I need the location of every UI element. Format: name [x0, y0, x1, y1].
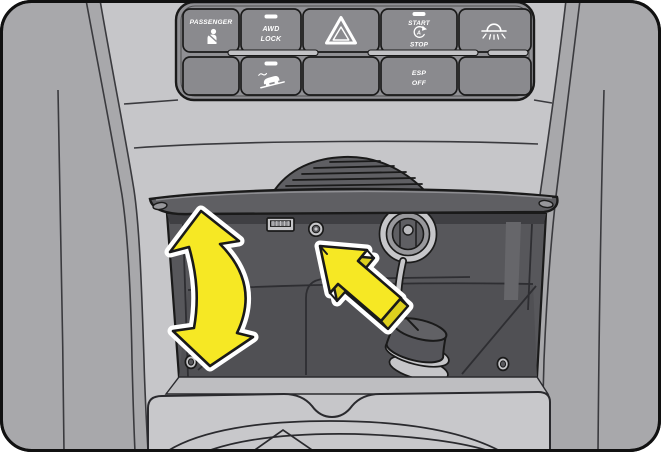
mounting-screw-left — [184, 354, 198, 370]
power-outlet — [378, 204, 438, 264]
interior-light-icon — [481, 23, 507, 40]
esp-label-line1: ESP — [412, 70, 426, 77]
lid-top-highlight — [155, 190, 553, 201]
hill-descent-control-icon — [258, 72, 285, 89]
shifter-bezel-inner-curve — [204, 433, 493, 451]
start-stop-button: START A STOP — [380, 8, 458, 53]
lower-console — [147, 376, 551, 451]
hill-descent-led-indicator — [264, 61, 278, 66]
cap-tether-tail — [403, 315, 419, 331]
switch-panel: PASSENGER AWD LOCK — [174, 1, 536, 102]
lid-cover-bar — [148, 187, 559, 216]
passenger-seatbelt-icon — [206, 28, 218, 44]
right-panel-base-seam — [533, 99, 553, 104]
start-stop-led-indicator — [412, 12, 426, 16]
left-trim-seam-outer — [85, 1, 136, 451]
hazard-warning-triangle-icon — [325, 16, 357, 45]
far-left-dash-seam — [57, 89, 65, 451]
row-separator-pill-2 — [367, 49, 479, 57]
compartment-floor — [179, 283, 537, 377]
shifter-bezel-outer-curve — [165, 420, 503, 451]
compartment-right-highlight — [504, 222, 521, 300]
outlet-slot-lines — [399, 221, 417, 247]
console-horizontal-seam — [133, 140, 539, 149]
row-separator-pill-1 — [227, 49, 319, 57]
passenger-airbag-button: PASSENGER — [182, 8, 240, 53]
interior-light-button — [458, 8, 532, 53]
usb-pins — [272, 221, 289, 226]
awd-lock-button: AWD LOCK — [240, 8, 302, 53]
awd-label-line1: AWD — [262, 26, 280, 33]
blank-button-1 — [182, 56, 240, 96]
mounting-screw-right — [496, 356, 510, 372]
floor-corner-diagonal-right — [461, 285, 537, 375]
lid-grip-ridges — [285, 160, 423, 187]
lid-pivot-left — [152, 201, 168, 211]
lid-pivot-right — [538, 199, 554, 209]
shifter-bezel-peak — [251, 428, 316, 451]
auto-letter: A — [416, 31, 421, 37]
compartment-lower-ledge — [164, 376, 550, 395]
row-separator-pill-3 — [487, 49, 529, 57]
lid-motion-curved-double-arrow — [164, 205, 259, 372]
arrow-3d-edges — [319, 245, 409, 330]
outlet-center-contact — [402, 224, 414, 236]
blank-button-2 — [302, 56, 380, 96]
aux-round-jack — [307, 220, 325, 238]
blank-button-3 — [458, 56, 532, 96]
left-trim-seam-inner — [99, 1, 149, 451]
usb-port — [266, 217, 295, 232]
esp-off-button: ESP OFF — [380, 56, 458, 96]
awd-led-indicator — [264, 14, 278, 19]
hill-descent-button — [240, 56, 302, 96]
far-right-dash-seam — [597, 89, 605, 451]
left-panel-base-seam — [123, 99, 179, 105]
start-label: START — [408, 20, 431, 27]
compartment-top-shadow — [167, 214, 546, 224]
storage-lid — [148, 155, 559, 216]
esp-label-line2: OFF — [412, 80, 427, 87]
awd-label-line2: LOCK — [261, 36, 282, 43]
auto-start-stop-icon: A — [413, 25, 427, 38]
hazard-warning-button — [302, 8, 380, 53]
stop-label: STOP — [410, 42, 429, 49]
tethered-outlet-cap — [384, 315, 450, 382]
power-outlet-pointer-arrow — [314, 240, 414, 335]
passenger-label: PASSENGER — [190, 19, 233, 26]
annotation-arrows — [164, 205, 414, 372]
